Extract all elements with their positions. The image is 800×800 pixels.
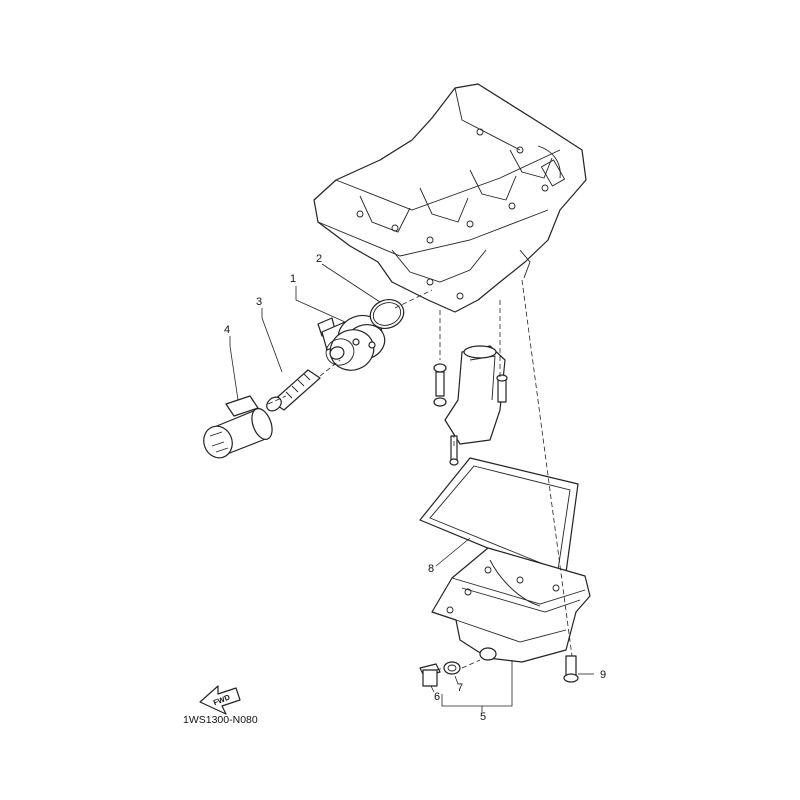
callout-7: 7 [457, 682, 463, 694]
oil-strainer [433, 345, 508, 466]
callout-8: 8 [428, 563, 434, 575]
callout-6: 6 [434, 691, 440, 703]
callout-9: 9 [600, 669, 606, 681]
o-ring [369, 299, 405, 329]
crankcase [313, 83, 587, 313]
forward-arrow-icon: FWD [199, 685, 241, 715]
callout-5: 5 [480, 711, 486, 723]
diagram-code: 1WS1300-N080 [183, 714, 258, 726]
callout-labels: 1 2 3 4 5 6 7 8 9 [224, 253, 606, 723]
callout-2: 2 [316, 253, 322, 265]
drain-bolt [419, 663, 441, 687]
callout-3: 3 [256, 296, 262, 308]
assembly-lines [267, 279, 573, 671]
pan-bolt [563, 655, 579, 683]
callout-1: 1 [290, 273, 296, 285]
union-bolt [266, 369, 321, 412]
oil-filter [203, 395, 273, 459]
leader-lines [229, 263, 594, 712]
oil-pan [431, 547, 591, 663]
oil-cooler [317, 314, 386, 371]
drain-gasket [443, 661, 461, 675]
callout-4: 4 [224, 324, 230, 336]
